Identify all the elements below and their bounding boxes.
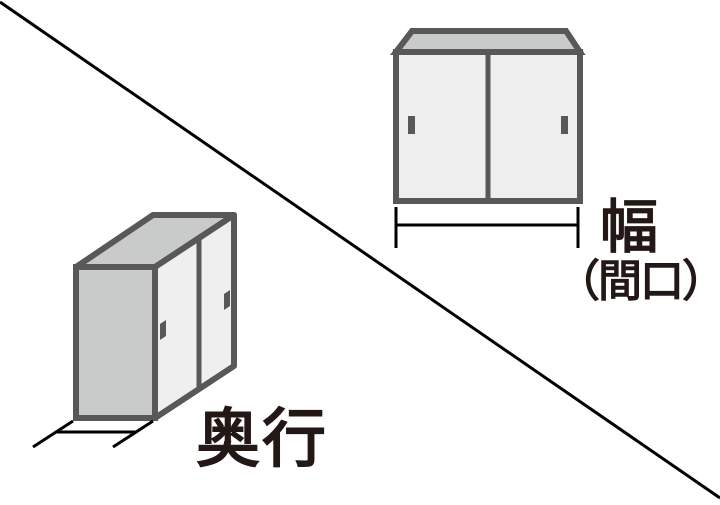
width-dimension-line	[394, 207, 580, 248]
isometric-cabinet	[73, 212, 237, 421]
width-label: 幅	[600, 193, 659, 261]
cabinet-end-panel	[73, 264, 158, 421]
front-door-handle-icon	[160, 320, 166, 340]
rear-door-handle-icon	[224, 290, 230, 310]
front-view-cabinet	[389, 28, 586, 204]
depth-label: 奥行	[196, 403, 328, 477]
cabinet-top-panel	[389, 28, 586, 55]
right-door-handle-icon	[561, 116, 568, 134]
frontage-label: （間口）	[556, 256, 720, 307]
depth-dimension-line	[32, 419, 154, 449]
left-door-handle-icon	[408, 116, 415, 134]
